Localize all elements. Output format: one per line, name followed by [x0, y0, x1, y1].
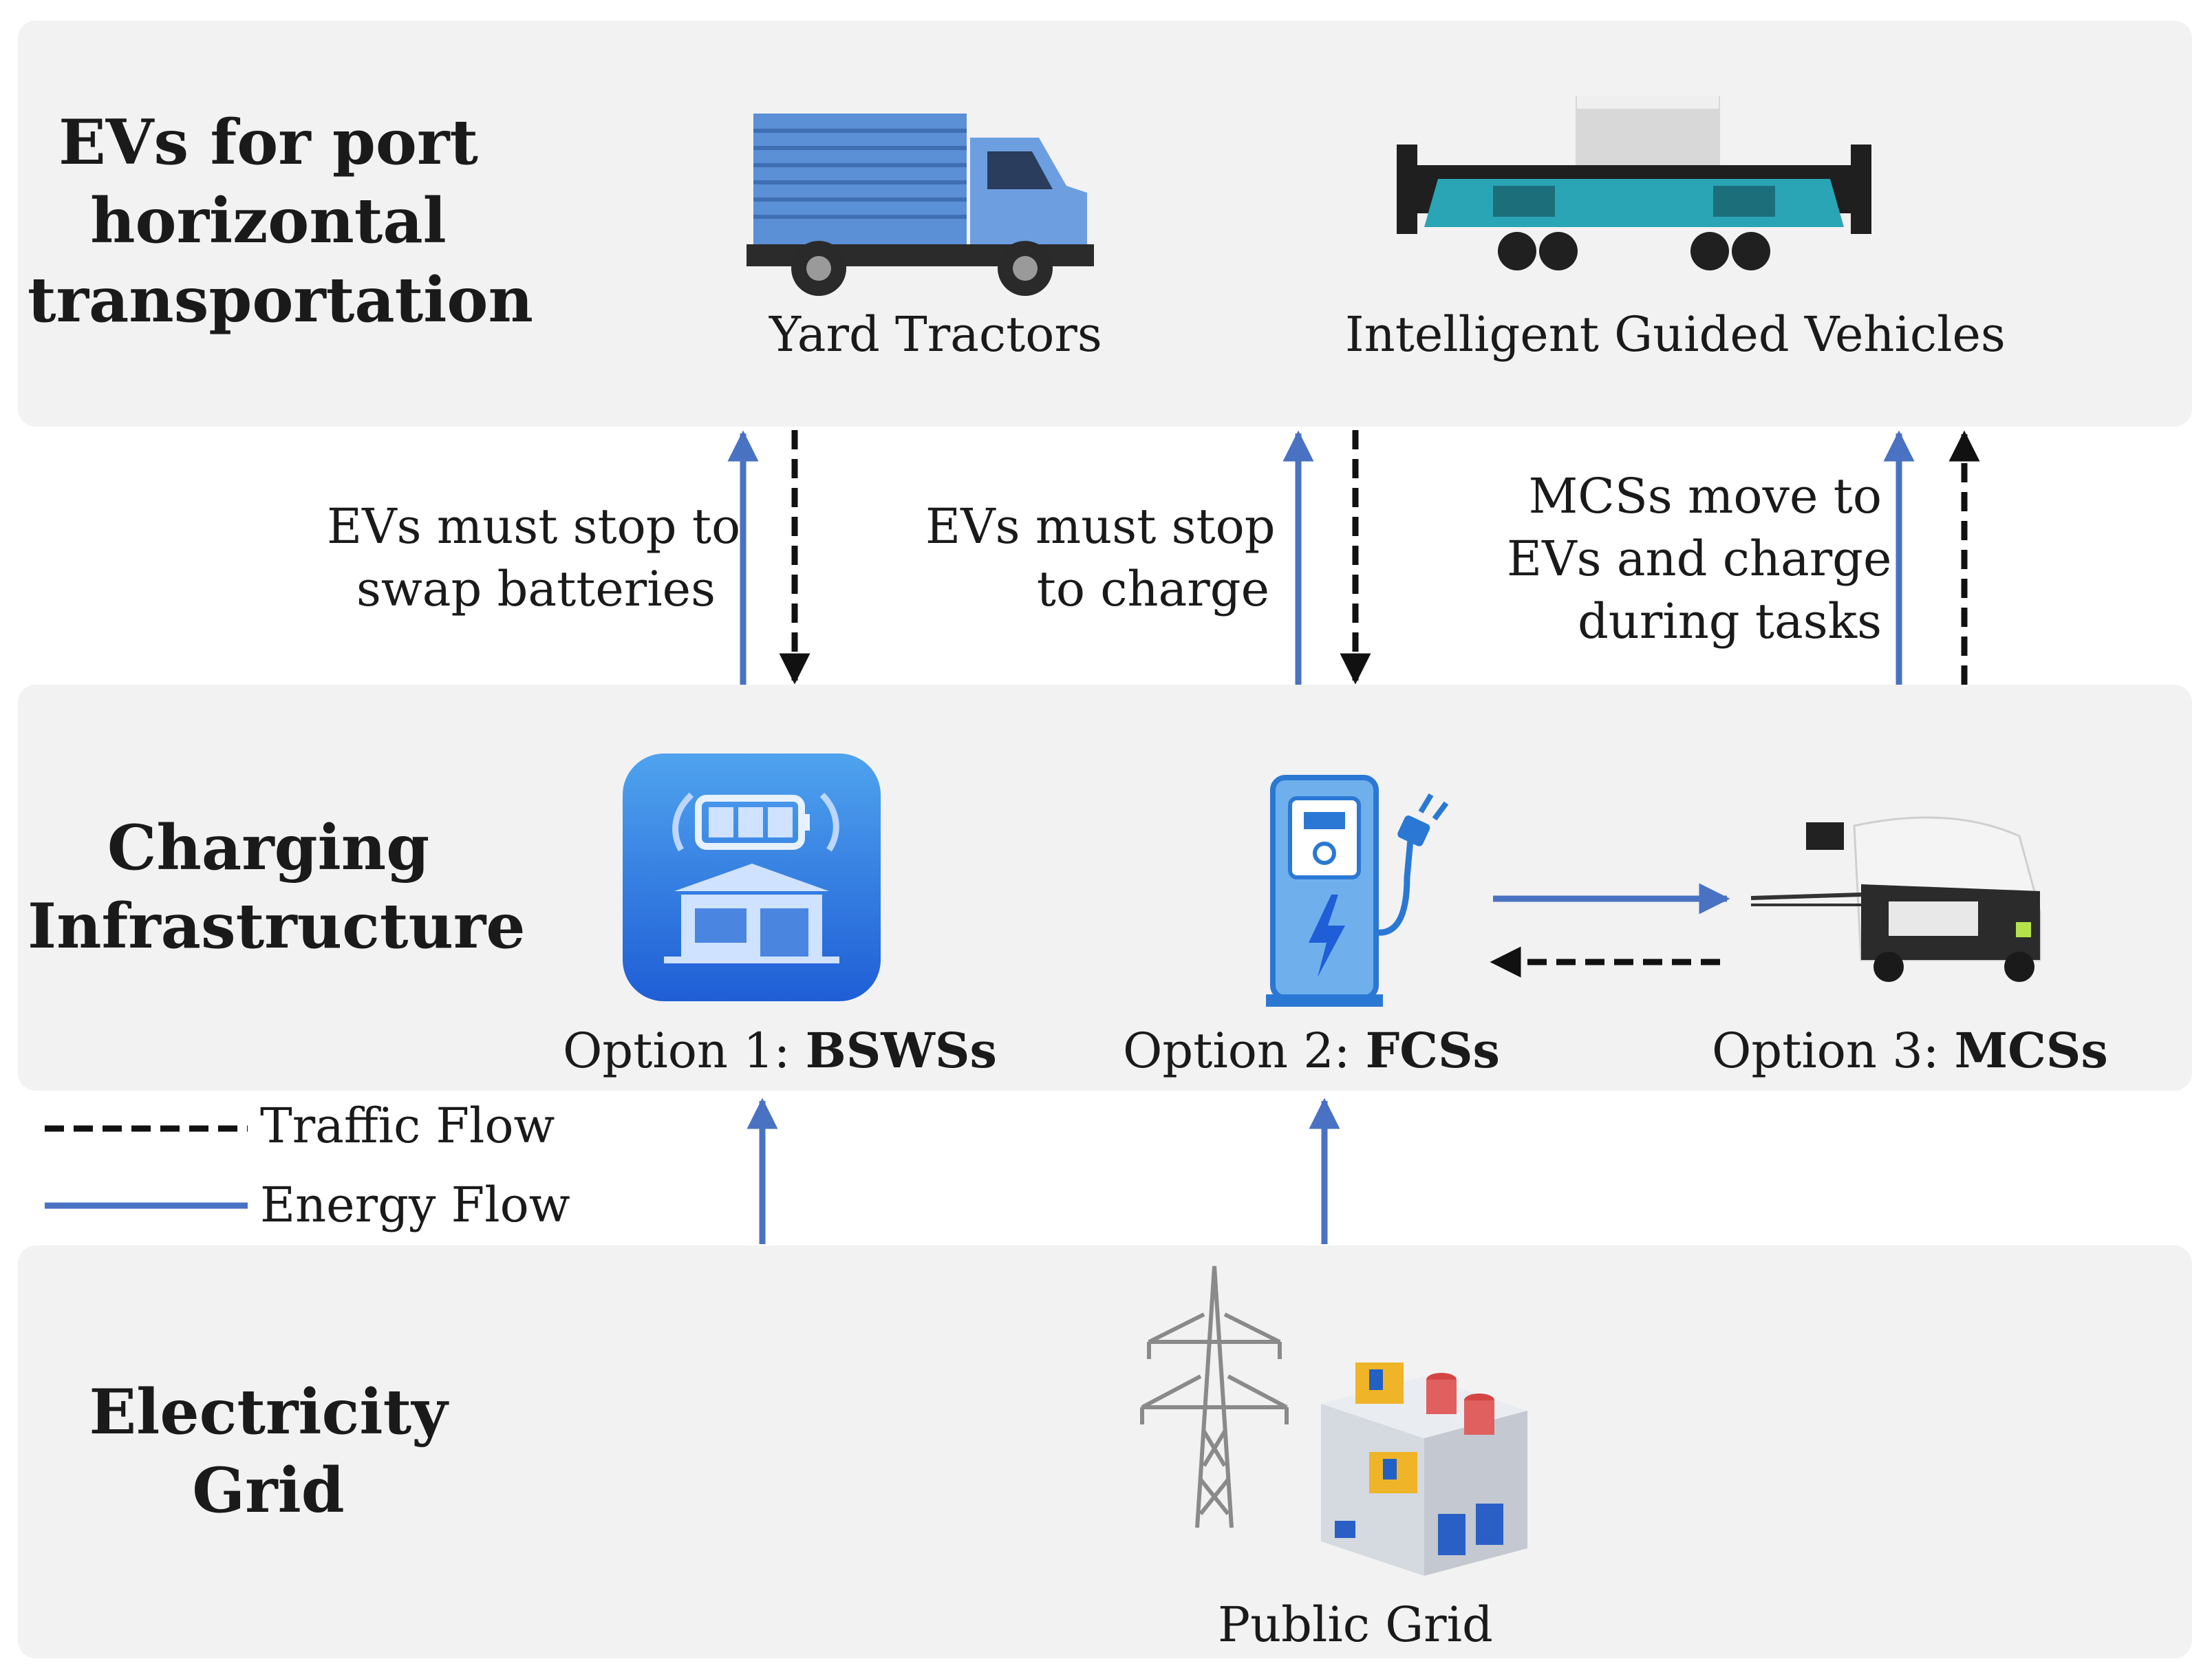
legend-energy-label: Energy Flow — [260, 1177, 570, 1233]
battery-swap-icon — [623, 754, 881, 1001]
public-grid-label: Public Grid — [1218, 1596, 1493, 1653]
option-2-label: Option 2: FCSs — [1123, 1022, 1500, 1079]
charging-layer-panel — [18, 685, 2192, 1091]
power-plant-icon — [1321, 1363, 1527, 1576]
mobile-charger-robot-icon — [1751, 816, 2041, 982]
igv-icon — [1397, 96, 1871, 270]
option-1-label: Option 1: BSWSs — [563, 1022, 997, 1079]
truck-icon — [747, 114, 1094, 296]
option-3-label: Option 3: MCSs — [1712, 1022, 2108, 1079]
igv-label: Intelligent Guided Vehicles — [1345, 306, 2006, 363]
legend-traffic-label: Traffic Flow — [260, 1098, 555, 1154]
yard-tractors-label: Yard Tractors — [769, 306, 1102, 363]
charging-station-icon — [1266, 775, 1449, 1007]
power-tower-icon — [1140, 1265, 1289, 1528]
grid-layer-panel — [18, 1246, 2192, 1658]
